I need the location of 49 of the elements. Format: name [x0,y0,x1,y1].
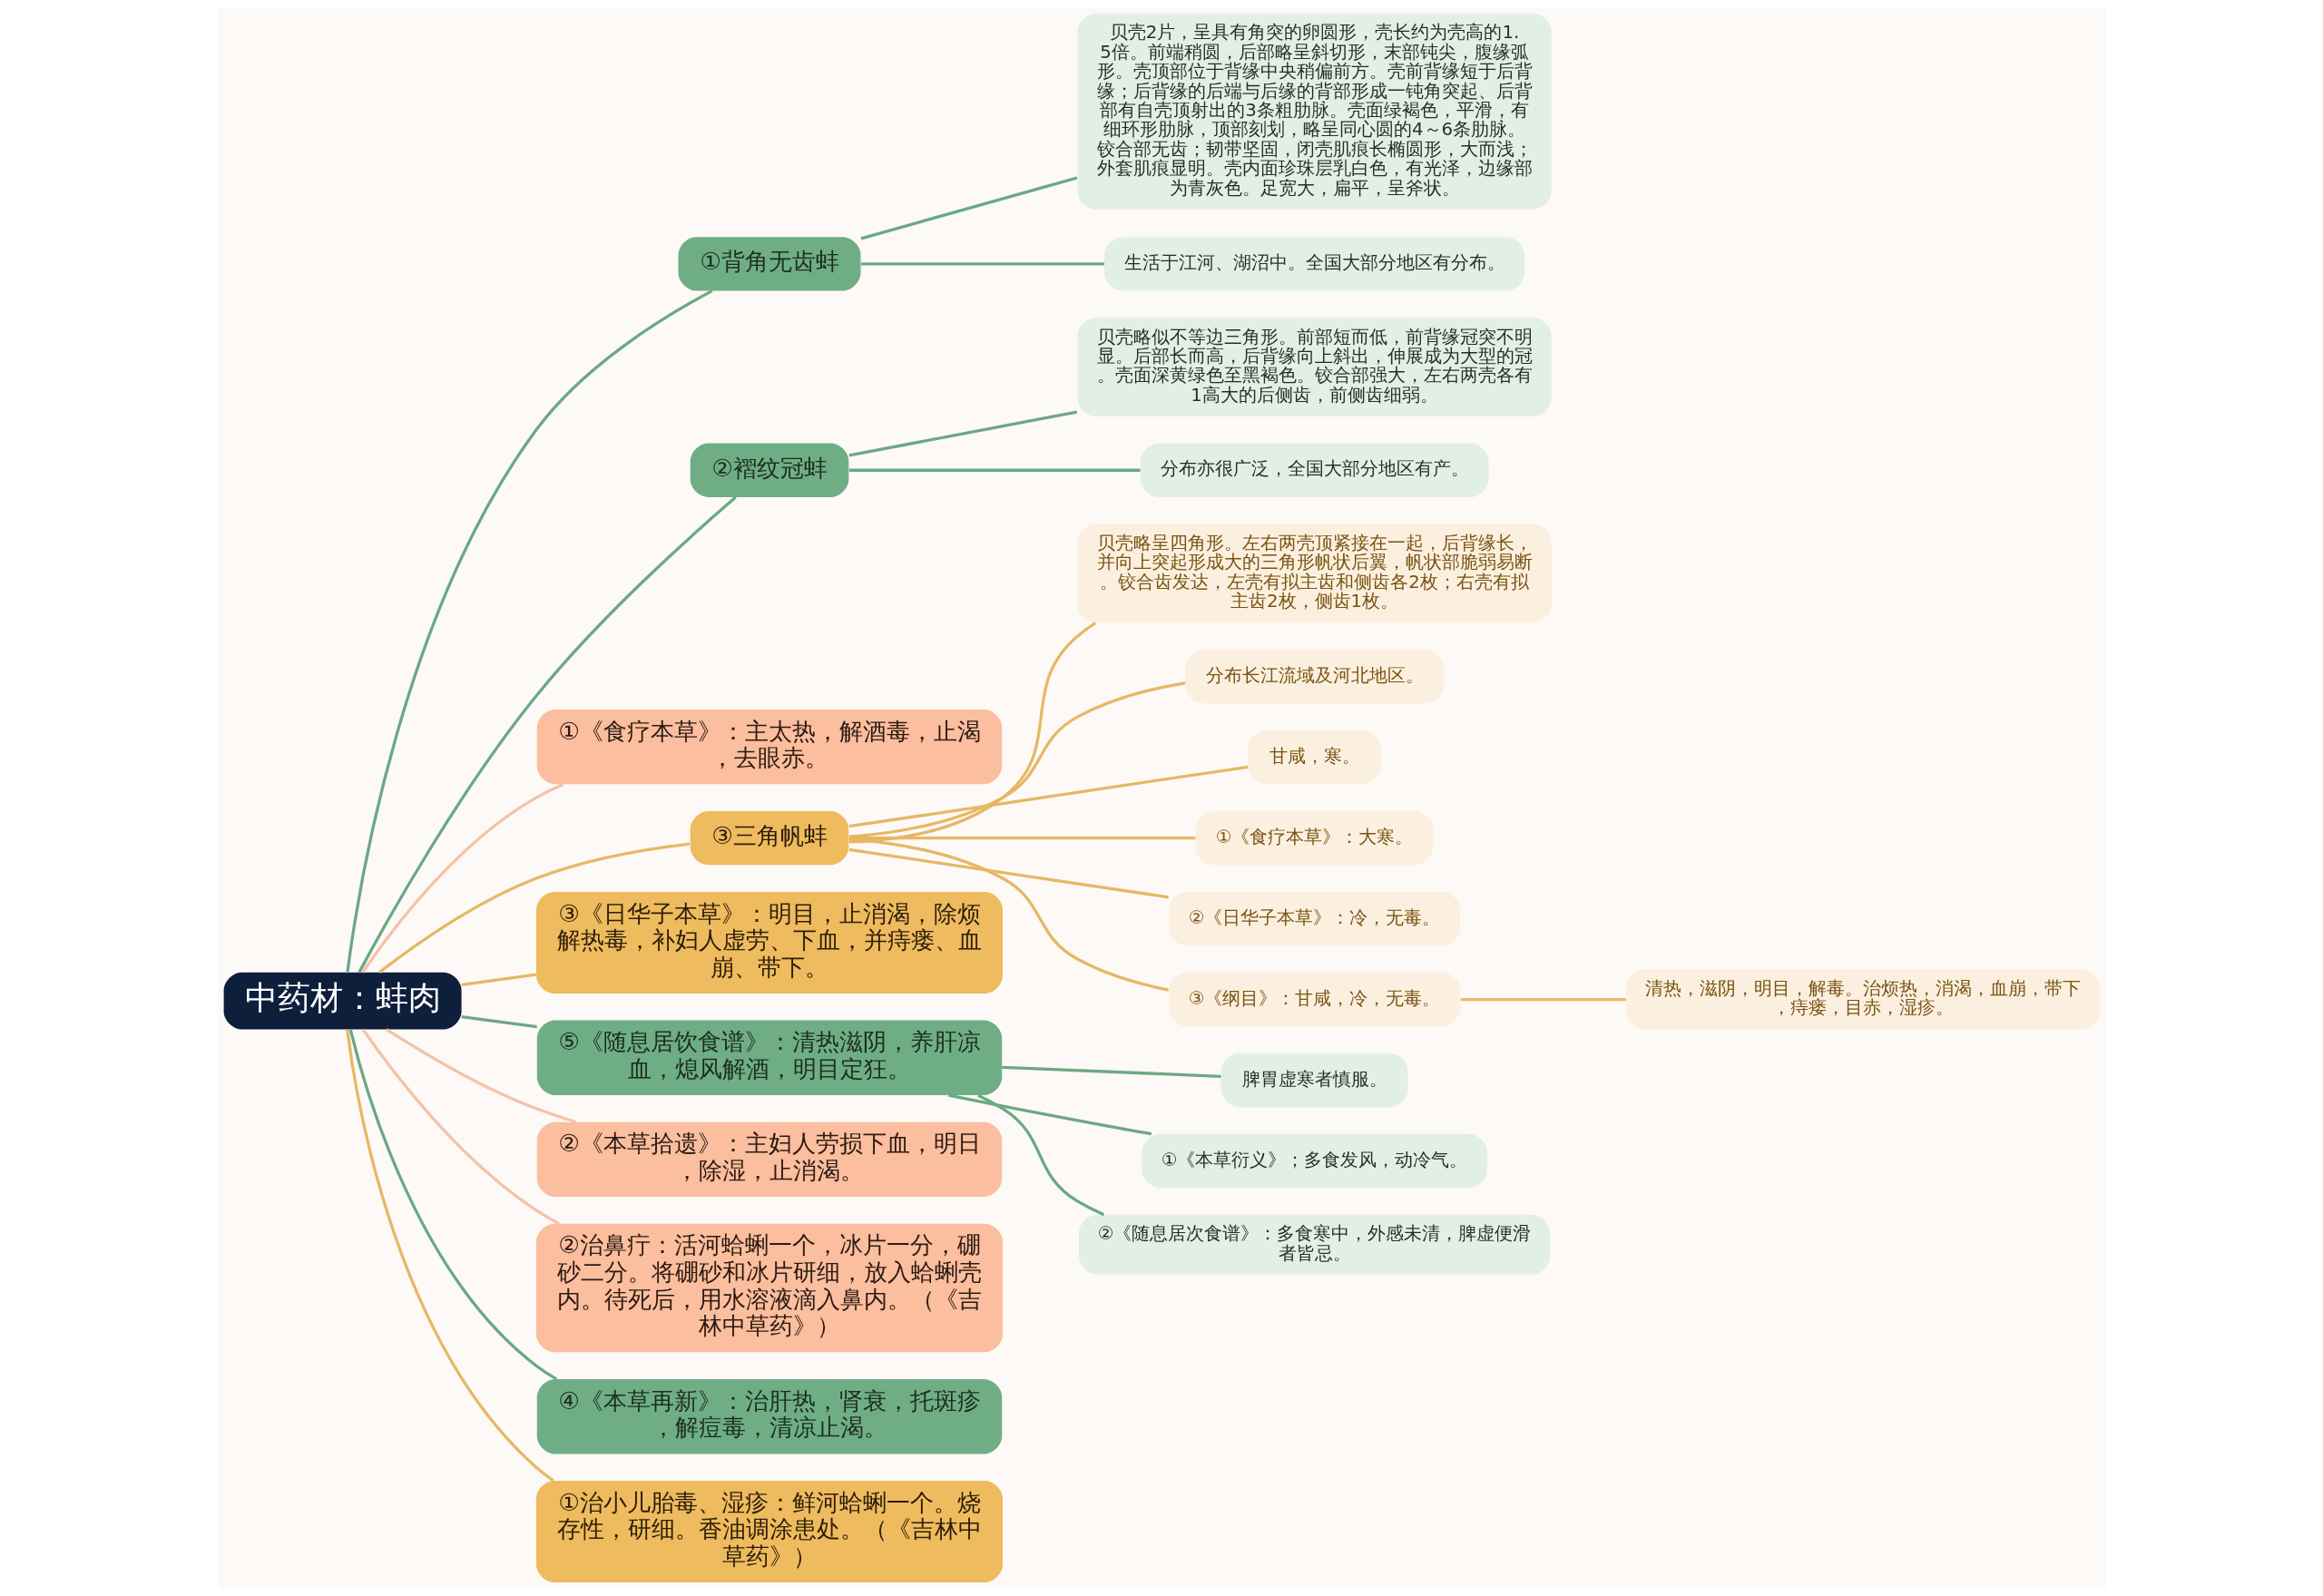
node-box: ②《本草拾遗》：主妇人劳损下血，明日，除湿，止消渴。 [536,1121,1002,1197]
node-box: 贝壳略似不等边三角形。前部短而低，前背缘冠突不明显。后部长而高，后背缘向上斜出，伸展成为大型的冠。壳面深黄绿色至黑褐色。铰合部强大，左右两壳各有1高大的后侧齿，前侧齿细弱。 [1076,318,1552,416]
connector [848,847,1169,899]
node-box: ①《本草衍义》；多食发风，动冷气。 [1141,1133,1487,1189]
connector [976,1093,1104,1217]
node-box: ③《日华子本草》：明目，止消渴，除烦解热毒，补妇人虚劳、下血，并痔瘘、血崩、带下。 [535,891,1003,994]
connector [860,176,1077,240]
node-box: ②《随息居次食谱》：多食寒中，外感未清，脾虚便滑者皆忌。 [1078,1214,1550,1275]
connector [848,681,1185,838]
node-box: 脾胃虚寒者慎服。 [1220,1053,1408,1108]
node-box: ④《本草再新》：治肝热，肾衰，托斑疹，解痘毒，清凉止渴。 [536,1379,1002,1454]
connector [360,782,564,974]
connector [461,973,536,986]
connector [1460,997,1626,1002]
node-box: 分布长江流域及河北地区。 [1184,649,1444,704]
node-box: ③三角帆蚌 [690,810,848,866]
node-box: ②治鼻疔：活河蛤蜊一个，冰片一分，硼砂二分。将硼砂和冰片研细，放入蛤蜊壳内。待死后，用水溶液滴入鼻内。（《吉林中草药》） [535,1223,1003,1353]
node-box: ②《日华子本草》：冷，无毒。 [1168,891,1460,946]
node-box: ①《食疗本草》：大寒。 [1195,810,1434,866]
connector [361,1028,560,1226]
connector [461,1014,537,1029]
node-box: 甘咸，寒。 [1247,729,1381,785]
node-box: ②褶纹冠蚌 [690,443,848,497]
connector [1001,1065,1221,1078]
node-box: ①治小儿胎毒、湿疹：鲜河蛤蜊一个。烧存性，研细。香油调涂患处。（《吉林中草药》） [535,1481,1003,1583]
connector [385,1028,576,1124]
node-box: 贝壳2片，呈具有角突的卵圆形，壳长约为壳高的1.5倍。前端稍圆，后部略呈斜切形，末部钝尖，腹缘弧形。壳顶部位于背缘中央稍偏前方。壳前背缘短于后背缘；后背缘的后端与后缘的背部形成一钝角突起、后背部有自壳顶射出的3条粗肋脉。壳面绿褐色，平滑，有细环形肋脉，顶部刻划，略呈同心圆的4～6条肋脉。铰合部无齿；韧带坚固，闭壳肌痕长椭圆形，大而浅；外套肌痕显明。壳内面珍珠层乳白色，有光泽，边缘部为青灰色。足宽大，扁平，呈斧状。 [1076,13,1552,210]
connector [848,468,1141,472]
node-box: 贝壳略呈四角形。左右两壳顶紧接在一起，后背缘长，并向上突起形成大的三角形帆状后翼，帆状部脆弱易断。铰合齿发达，左壳有拟主齿和侧齿各2枚；右壳有拟主齿2枚，侧齿1枚。 [1076,524,1552,623]
connector [345,1029,554,1483]
node-box: ⑤《随息居饮食谱》：清热滋阴，养肝凉血，熄风解酒，明目定狂。 [536,1020,1002,1095]
connector [848,765,1248,828]
node-box: ①背角无齿蚌 [678,237,860,291]
connector [377,842,690,974]
connector [848,836,1195,840]
connector [348,1029,557,1381]
node-box: 中药材：蚌肉 [223,972,462,1030]
node-box: 清热，滋阴，明目，解毒。治烦热，消渴，血崩，带下，痔瘘，目赤，湿疹。 [1625,969,2100,1030]
connector [947,1093,1152,1136]
connector [848,622,1096,844]
connector [848,837,1169,992]
connector [345,289,712,973]
connector [848,410,1077,457]
connector [860,262,1104,266]
node-box: 生活于江河、湖沼中。全国大部分地区有分布。 [1103,237,1524,291]
node-box: 分布亦很广泛，全国大部分地区有产。 [1140,443,1488,497]
node-box: ①《食疗本草》：主太热，解酒毒，止渴，去眼赤。 [536,709,1002,785]
connector [357,495,737,974]
node-box: ③《纲目》：甘咸，冷，无毒。 [1168,972,1460,1027]
